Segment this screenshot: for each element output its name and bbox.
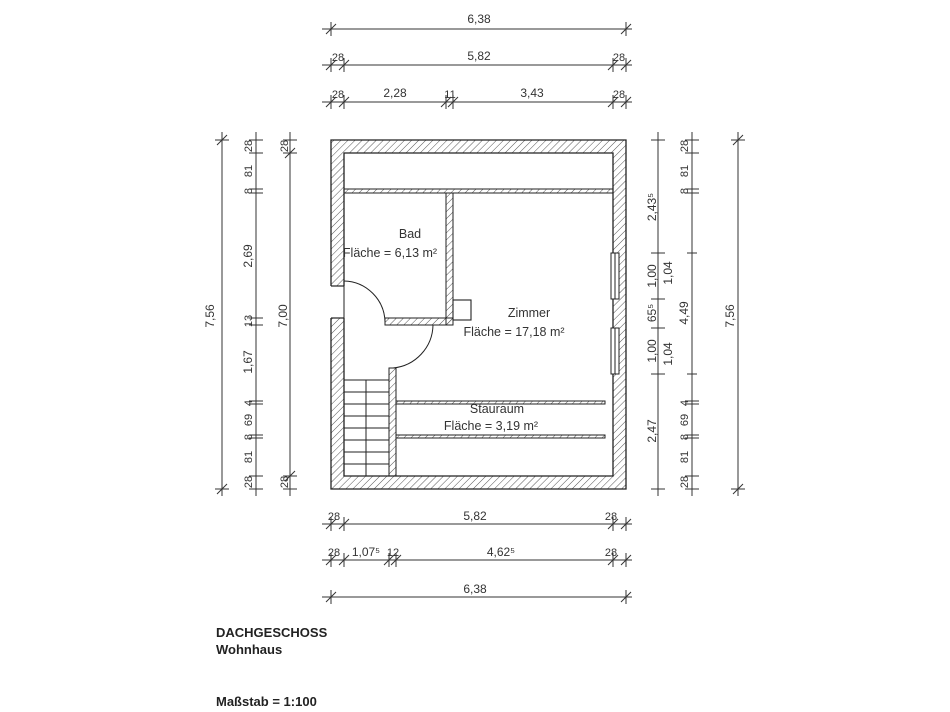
left-wall-opening [330, 286, 345, 318]
dim-right-inner: 28 [679, 140, 691, 152]
dim-right-inner: 28 [679, 476, 691, 488]
room-zimmer-area: Fläche = 17,18 m² [463, 325, 564, 339]
dim-right-outer: 2,47 [645, 419, 659, 443]
dim-left-inner-top: 28 [279, 140, 291, 152]
dim-right-mid: 1,04 [661, 342, 675, 366]
room-stauraum-name: Stauraum [470, 402, 524, 416]
knee-wall-top [343, 188, 614, 194]
dim-bottom-inner-mid: 5,82 [463, 509, 487, 523]
window-upper [610, 252, 620, 300]
room-bad-name: Bad [399, 227, 421, 241]
dim-right-overall: 7,56 [723, 304, 737, 328]
dim-right-inner: 81 [679, 165, 691, 177]
room-bad-area: Fläche = 6,13 m² [343, 246, 437, 260]
dim-top-overall: 6,38 [467, 12, 491, 26]
dim-left-part: 28 [243, 140, 255, 152]
dim-top-parts-wall: 11 [444, 89, 455, 101]
dim-bottom-overall: 6,38 [463, 582, 487, 596]
dim-bottom-parts-b: 4,62⁵ [487, 545, 515, 559]
drawing-scale: Maßstab = 1:100 [216, 694, 317, 709]
dim-top-parts-left: 28 [332, 89, 344, 101]
dim-right-outer: 1,00 [645, 264, 659, 288]
dim-right-outer: 65⁵ [645, 304, 659, 322]
stair-door [392, 324, 434, 369]
top-dimension-chains [322, 22, 632, 109]
window-lower [610, 327, 620, 375]
dim-left-part: 28 [243, 476, 255, 488]
right-dimension-chains [651, 132, 745, 496]
dim-left-overall: 7,56 [203, 304, 217, 328]
dim-left-part: 81 [243, 165, 255, 177]
dim-left-inner: 7,00 [276, 304, 290, 328]
dim-right-inner: 8 [679, 188, 691, 194]
dim-right-mid: 4,49 [677, 301, 691, 325]
room-stauraum-area: Fläche = 3,19 m² [444, 419, 538, 433]
bottom-dimension-chains [322, 517, 632, 604]
dim-bottom-inner-right: 28 [605, 511, 617, 523]
dim-top-parts-a: 2,28 [383, 86, 407, 100]
dim-top-inner-right: 28 [613, 52, 625, 64]
dim-left-inner-bottom: 28 [279, 476, 291, 488]
dim-left-part: 13 [243, 315, 255, 327]
dim-left-part: 8 [243, 434, 255, 440]
drawing-subtitle: Wohnhaus [216, 642, 283, 657]
dim-left-part: 81 [243, 451, 255, 463]
dim-right-inner: 4 [679, 400, 691, 406]
dim-bottom-parts-a: 1,07⁵ [352, 545, 380, 559]
dim-right-inner: 69 [679, 414, 691, 426]
dim-left-part: 69 [243, 414, 255, 426]
dim-top-parts-right: 28 [613, 89, 625, 101]
dim-right-inner: 8 [679, 434, 691, 440]
dim-right-inner: 81 [679, 451, 691, 463]
dim-bottom-parts-left: 28 [328, 547, 340, 559]
staircase [343, 379, 390, 477]
chimney [452, 299, 472, 321]
dim-right-outer: 1,00 [645, 339, 659, 363]
outer-walls [330, 139, 627, 490]
dim-right-outer: 2,43⁵ [645, 193, 659, 221]
dim-left-part: 8 [243, 188, 255, 194]
dim-left-part: 2,69 [241, 244, 255, 268]
dim-bottom-parts-right: 28 [605, 547, 617, 559]
dim-left-part: 1,67 [241, 350, 255, 374]
dim-right-mid: 1,04 [661, 261, 675, 285]
drawing-title: DACHGESCHOSS [216, 625, 328, 640]
room-zimmer-name: Zimmer [508, 306, 550, 320]
left-dimension-chains [215, 132, 297, 496]
dim-bottom-parts-wall: 12 [387, 547, 399, 559]
dim-top-inner-left: 28 [332, 52, 344, 64]
bath-door [343, 280, 386, 323]
title-block: DACHGESCHOSS Wohnhaus [216, 624, 327, 658]
dim-left-part: 4 [243, 400, 255, 406]
dim-top-parts-b: 3,43 [520, 86, 544, 100]
dim-top-inner-mid: 5,82 [467, 49, 491, 63]
dim-bottom-inner-left: 28 [328, 511, 340, 523]
